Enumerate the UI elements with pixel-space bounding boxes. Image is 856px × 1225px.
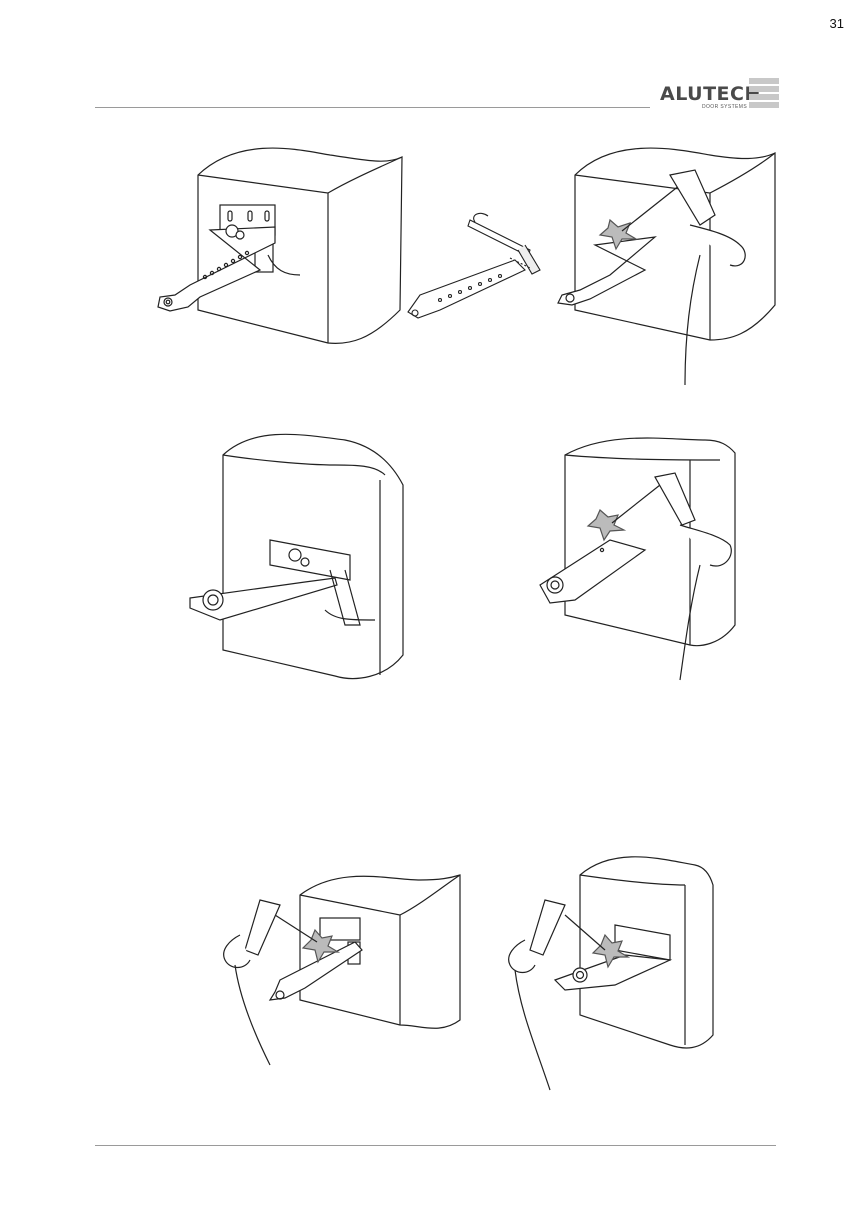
logo-wordmark: ALUTECH xyxy=(660,83,761,105)
page-number: 31 xyxy=(830,16,844,31)
logo-bars-icon xyxy=(749,78,779,111)
figure-bracket-mounted-long-arm xyxy=(150,135,410,350)
figure-welding-short-arm xyxy=(530,425,755,685)
figure-bracket-mounted-short-arm xyxy=(185,420,410,685)
header-divider xyxy=(95,107,650,108)
figure-hacksaw-cutting-arm xyxy=(400,210,550,325)
figure-welding-bracket-lower-right xyxy=(495,845,720,1095)
alutech-logo: ALUTECH DOOR SYSTEMS xyxy=(660,78,780,112)
footer-divider xyxy=(95,1145,776,1146)
figure-welding-bracket-top xyxy=(550,135,790,390)
figure-welding-bracket-lower-left xyxy=(220,860,465,1070)
logo-tagline: DOOR SYSTEMS xyxy=(702,104,747,110)
